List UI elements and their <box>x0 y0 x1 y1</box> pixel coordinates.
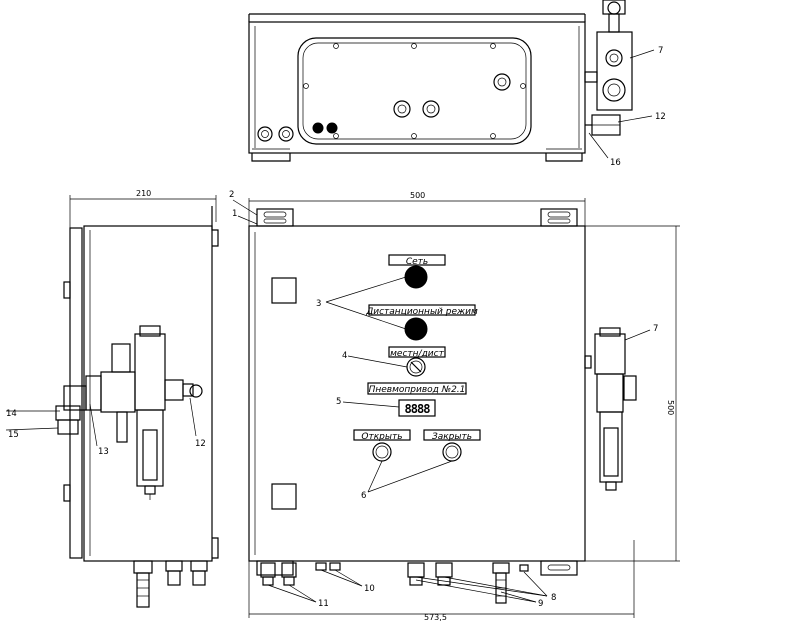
top-view: 7 12 16 <box>248 0 666 168</box>
side-view: 210 <box>5 189 219 608</box>
top-filter-regulator <box>584 0 633 136</box>
callout-10: 10 <box>364 584 375 594</box>
side-filter-regulator <box>55 325 203 500</box>
front-right-regulator <box>584 327 637 491</box>
indicator-remote-lamp <box>404 317 428 341</box>
callout-3: 3 <box>316 299 321 309</box>
label-close: Закрыть <box>432 432 472 442</box>
callout-11: 11 <box>318 599 329 609</box>
callout-1: 1 <box>232 209 237 219</box>
open-button[interactable] <box>372 442 392 462</box>
display-digits: 8888 <box>405 402 431 416</box>
front-top-brackets <box>256 208 578 227</box>
close-button[interactable] <box>442 442 462 462</box>
label-remote-mode: Дистанционный режим <box>365 307 478 317</box>
front-view: 500 500 573,5 Сеть <box>229 190 680 622</box>
callout-16: 16 <box>610 158 621 168</box>
top-bolt-holes <box>303 43 526 139</box>
local-remote-switch[interactable] <box>406 357 426 377</box>
callout-4: 4 <box>342 351 347 361</box>
callout-8: 8 <box>551 593 556 603</box>
top-cable-glands <box>257 73 511 142</box>
dim-front-height: 500 <box>666 400 675 415</box>
window-bottom <box>271 483 297 510</box>
callout-12-top: 12 <box>655 112 666 122</box>
label-open: Открыть <box>361 432 402 442</box>
callout-2: 2 <box>229 190 234 200</box>
label-actuator: Пневмопривод №2.1 <box>369 385 466 395</box>
callout-7-top: 7 <box>658 46 663 56</box>
callout-6: 6 <box>361 491 366 501</box>
dim-side-width: 210 <box>136 189 151 198</box>
label-local-remote: местн/дист <box>390 349 444 359</box>
dim-front-width: 500 <box>410 191 425 200</box>
callout-9: 9 <box>538 599 543 609</box>
callout-7-right: 7 <box>653 324 658 334</box>
window-top <box>271 277 297 304</box>
indicator-network-lamp <box>404 265 428 289</box>
callout-13: 13 <box>98 447 109 457</box>
position-display: 8888 <box>398 399 436 417</box>
callout-12-side: 12 <box>195 439 206 449</box>
side-bottom-glands <box>133 560 208 608</box>
callout-14: 14 <box>6 409 17 419</box>
callout-5: 5 <box>336 397 341 407</box>
callout-15: 15 <box>8 430 19 440</box>
label-network: Сеть <box>406 257 428 267</box>
dim-bottom-total: 573,5 <box>424 613 447 622</box>
